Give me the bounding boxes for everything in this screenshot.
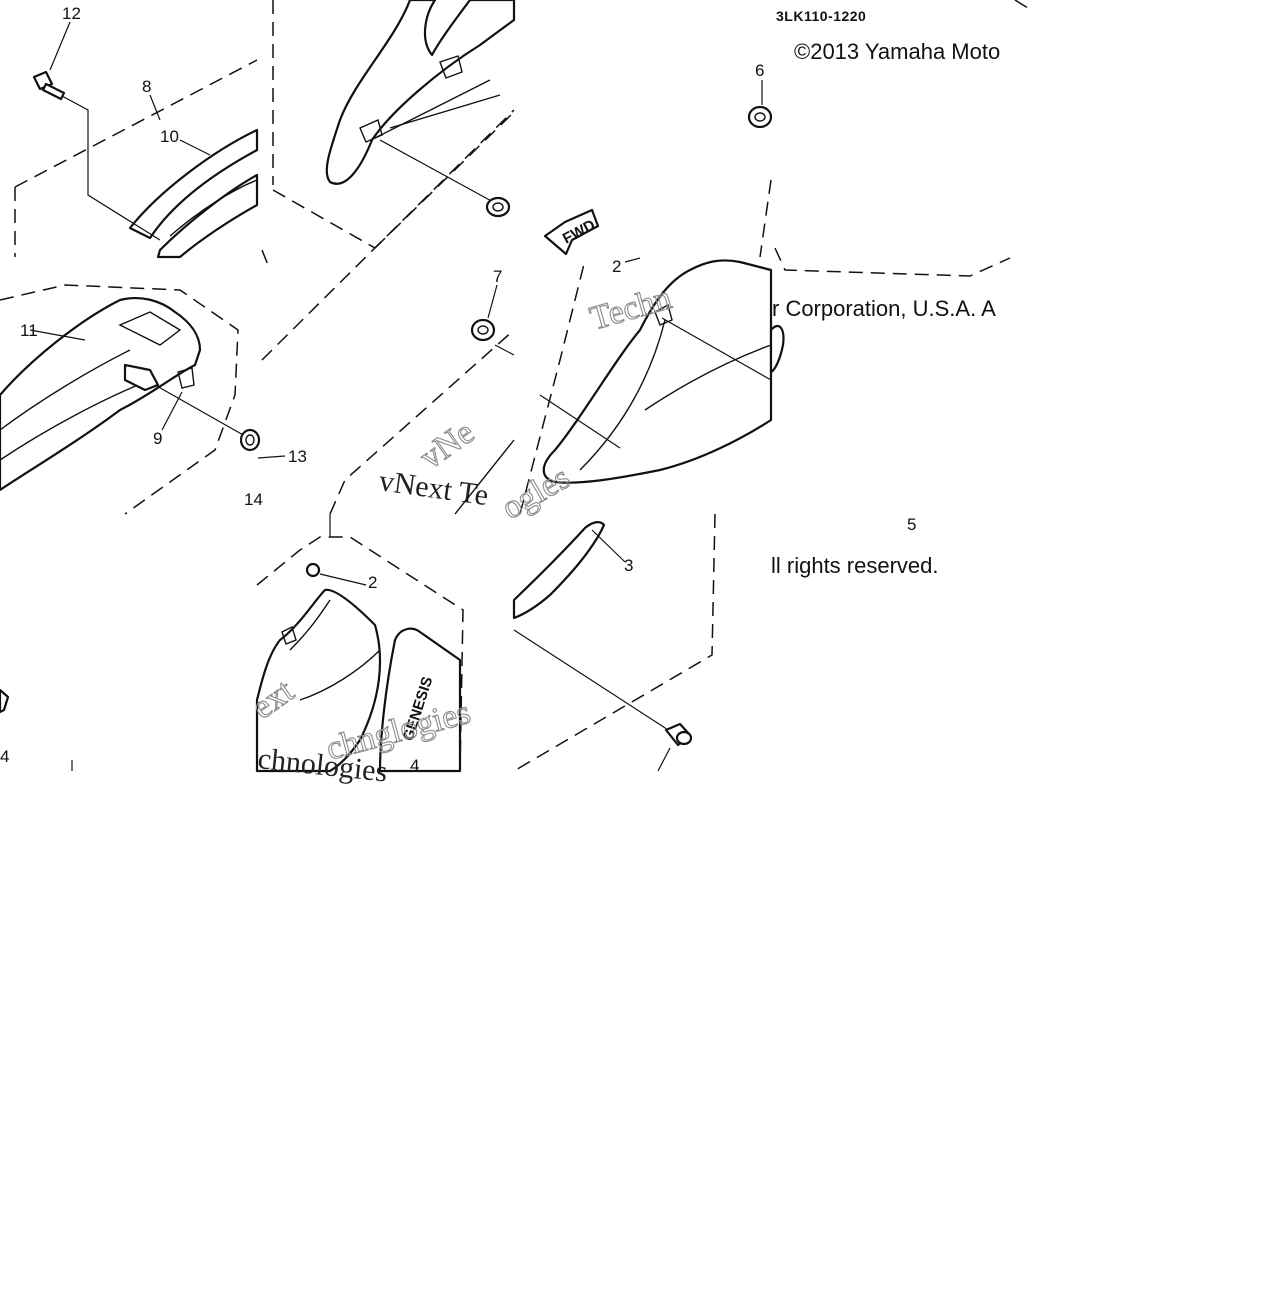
watermark-outline: vNe — [413, 414, 481, 477]
callout-10: 10 — [160, 127, 179, 146]
grommet-icon — [470, 318, 496, 342]
callout-6: 6 — [755, 61, 764, 80]
grommet-icon — [239, 428, 261, 452]
tile-lower-left: 4 — [0, 688, 73, 771]
callout-14: 14 — [244, 490, 263, 509]
side-cover-part-4 — [255, 588, 382, 773]
tile-rear-cowl-upper-left: 12 8 10 — [14, 4, 259, 259]
callout-2a: 2 — [612, 257, 621, 276]
grab-bar-part — [325, 0, 516, 185]
tile-side-cover-right: 2 Techn ogles — [495, 257, 773, 527]
tile-copyright-footer: 5 ll rights reserved. — [771, 515, 939, 578]
callout-4: 4 — [410, 756, 419, 775]
tile-side-cover-lower-right: 3 — [512, 513, 716, 772]
callout-12: 12 — [62, 4, 81, 23]
copyright-line-1: ©2013 Yamaha Moto — [794, 39, 1000, 64]
tile-rear-cowl-lower-left: 11 9 13 14 — [0, 284, 307, 515]
emblem-badge — [378, 627, 462, 773]
callout-9: 9 — [153, 429, 162, 448]
callout-13: 13 — [288, 447, 307, 466]
bolt-icon — [32, 70, 66, 101]
tile-copyright-header: 3LK110-1220 ©2013 Yamaha Moto — [774, 0, 1029, 277]
copyright-line-2: r Corporation, U.S.A. A — [772, 296, 996, 321]
callout-2b: 2 — [368, 573, 377, 592]
tile-rear-cowl-upper-center — [261, 0, 516, 271]
callout-5: 5 — [907, 515, 916, 534]
tile-copyright-middle: r Corporation, U.S.A. A — [769, 296, 996, 374]
drawing-code: 3LK110-1220 — [776, 8, 866, 24]
fwd-arrow-icon: FWD — [543, 208, 600, 256]
bolt-icon — [0, 688, 10, 714]
bolt-icon — [664, 722, 693, 747]
callout-8: 8 — [142, 77, 151, 96]
callout-11: 11 — [20, 321, 38, 340]
grommet-icon — [747, 105, 773, 129]
callout-14b: 4 — [0, 747, 9, 766]
clip-icon — [123, 363, 160, 392]
callout-7: 7 — [493, 267, 502, 286]
nut-icon — [305, 562, 321, 578]
callout-3: 3 — [624, 556, 633, 575]
side-panel-part-3 — [512, 521, 606, 620]
tile-fwd-indicator: FWD 6 — [543, 61, 773, 258]
copyright-line-3: ll rights reserved. — [771, 553, 939, 578]
grommet-icon — [485, 196, 511, 218]
seat-cowl-part-11 — [0, 296, 202, 492]
tile-side-cover-left: 2 GENESIS ext chnglogies chnologies 4 — [245, 514, 475, 789]
side-cover-part-10 — [128, 128, 259, 240]
